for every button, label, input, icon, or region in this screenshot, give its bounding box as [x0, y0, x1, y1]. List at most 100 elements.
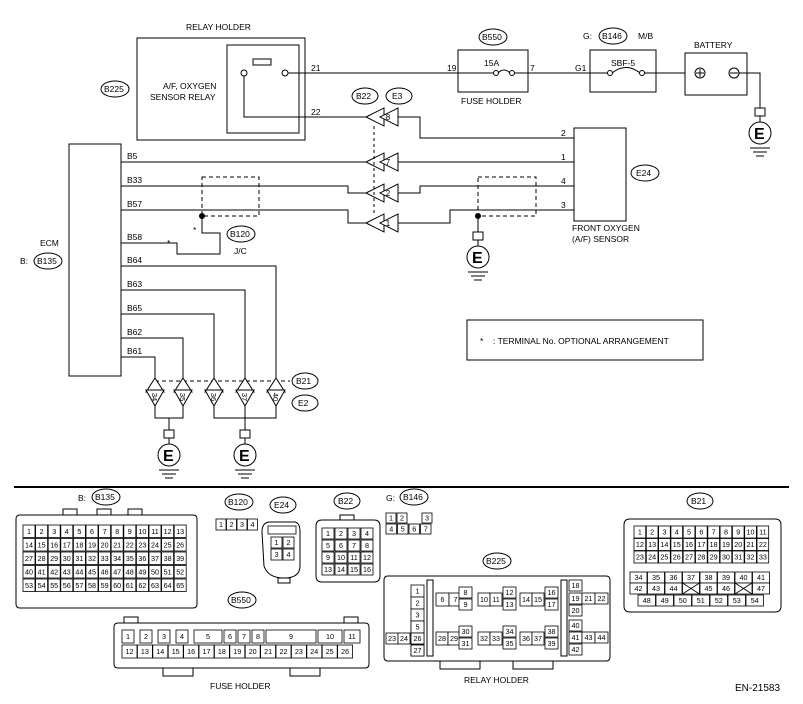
pin-cell: [633, 525, 647, 539]
relay-inner-box: [226, 44, 300, 134]
pin-number: 49: [138, 567, 146, 576]
pin-cell: [458, 586, 473, 599]
pin-number: 12: [636, 540, 644, 549]
pin-number: 45: [88, 567, 96, 576]
pin-cell: [531, 631, 545, 646]
pin-number: 24: [400, 634, 408, 643]
pin-cell: [544, 598, 559, 611]
pin-cell: [732, 525, 745, 539]
pin-number: 36: [522, 634, 530, 643]
wire-22: 22: [311, 107, 321, 117]
sensor-pin-3: 3: [561, 200, 566, 210]
pin-cell: [756, 538, 770, 551]
pin-cell: [85, 578, 99, 592]
pin-number: 3: [416, 611, 420, 620]
pin-number: 31: [462, 639, 470, 648]
jc-star: *: [193, 225, 197, 235]
connector-arrow: [378, 213, 399, 233]
pin-number: 19: [233, 647, 241, 656]
pin-number: 3: [162, 632, 166, 641]
pin-number: 11: [492, 595, 499, 604]
pin-cell: [85, 565, 99, 579]
pin-cell: [306, 644, 323, 659]
pin-cell: [148, 565, 162, 579]
connector-pin-label: 1: [386, 219, 391, 228]
b225-id: B225: [486, 556, 506, 566]
pin-number: 1: [126, 632, 130, 641]
pin-number: 6: [228, 632, 232, 641]
sensor-pin-1: 1: [561, 152, 566, 162]
ecm-pin-label: B64: [127, 255, 142, 265]
pin-number: 11: [350, 553, 357, 562]
pin-cell: [544, 625, 559, 638]
pin-cell: [161, 551, 175, 565]
pin-number: 4: [65, 527, 69, 536]
pin-number: 7: [424, 525, 428, 534]
pin-number: 13: [506, 600, 514, 609]
pin-cell: [321, 539, 335, 552]
pin-cell: [707, 525, 720, 539]
ecm-pin-label: B65: [127, 303, 142, 313]
pin-number: 9: [326, 553, 330, 562]
pin-number: 3: [240, 520, 244, 529]
pin-cell: [489, 592, 503, 607]
pin-cell: [123, 565, 137, 579]
pin-number: 4: [675, 528, 679, 537]
pin-number: 57: [75, 581, 83, 590]
b135-connector-outline: [15, 514, 198, 609]
ecm-pin-label: B62: [127, 327, 142, 337]
pin-number: 39: [548, 639, 556, 648]
pin-number: 35: [652, 573, 660, 582]
pin-cell: [35, 524, 48, 538]
pin-number: 12: [363, 553, 371, 562]
document-id: EN-21583: [735, 683, 780, 694]
pin-cell: [47, 565, 61, 579]
pin-cell: [173, 578, 187, 592]
pin-cell: [397, 632, 411, 645]
b550-connector-outline: [113, 622, 370, 669]
ecm-box: [68, 143, 122, 377]
ecm-pin-label: B63: [127, 279, 142, 289]
pin-number: 12: [164, 527, 172, 536]
pin-cell: [135, 578, 149, 592]
pin-number: 43: [652, 584, 660, 593]
b146-prefix: G:: [386, 493, 395, 503]
relay-id: B225: [104, 84, 124, 94]
pin-number: 53: [25, 581, 33, 590]
pin-cell: [47, 538, 61, 552]
fuse-holder-label: FUSE HOLDER: [461, 96, 521, 106]
connector-arrow: [378, 183, 399, 203]
pin-number: 38: [705, 573, 713, 582]
pin-cell: [110, 578, 124, 592]
pin-cell: [594, 592, 609, 605]
pin-number: 2: [416, 599, 420, 608]
connector-pin-label: 34: [150, 393, 159, 401]
b22-id: B22: [338, 496, 353, 506]
pin-number: 25: [164, 540, 172, 549]
pin-number: 17: [697, 540, 705, 549]
pin-cell: [73, 538, 86, 552]
pin-cell: [544, 637, 559, 650]
b21-id: B21: [691, 496, 706, 506]
pin-number: 2: [650, 528, 654, 537]
pin-number: 16: [363, 565, 371, 574]
pin-cell: [744, 538, 757, 551]
pin-number: 3: [425, 514, 429, 523]
pin-cell: [85, 538, 99, 552]
pin-cell: [410, 644, 425, 657]
pin-cell: [135, 538, 149, 552]
pin-number: 2: [144, 632, 148, 641]
pin-number: 9: [736, 528, 740, 537]
pin-number: 37: [534, 634, 542, 643]
pin-cell: [458, 598, 473, 611]
pin-number: 26: [673, 553, 681, 562]
pin-number: 4: [251, 520, 255, 529]
pin-cell: [719, 538, 733, 551]
pin-number: 39: [176, 554, 184, 563]
pin-cell: [502, 625, 517, 638]
ground-symbol: E: [239, 448, 250, 465]
sensor-pin-4: 4: [561, 176, 566, 186]
pin-cell: [682, 538, 696, 551]
sensor-pin-2: 2: [561, 128, 566, 138]
